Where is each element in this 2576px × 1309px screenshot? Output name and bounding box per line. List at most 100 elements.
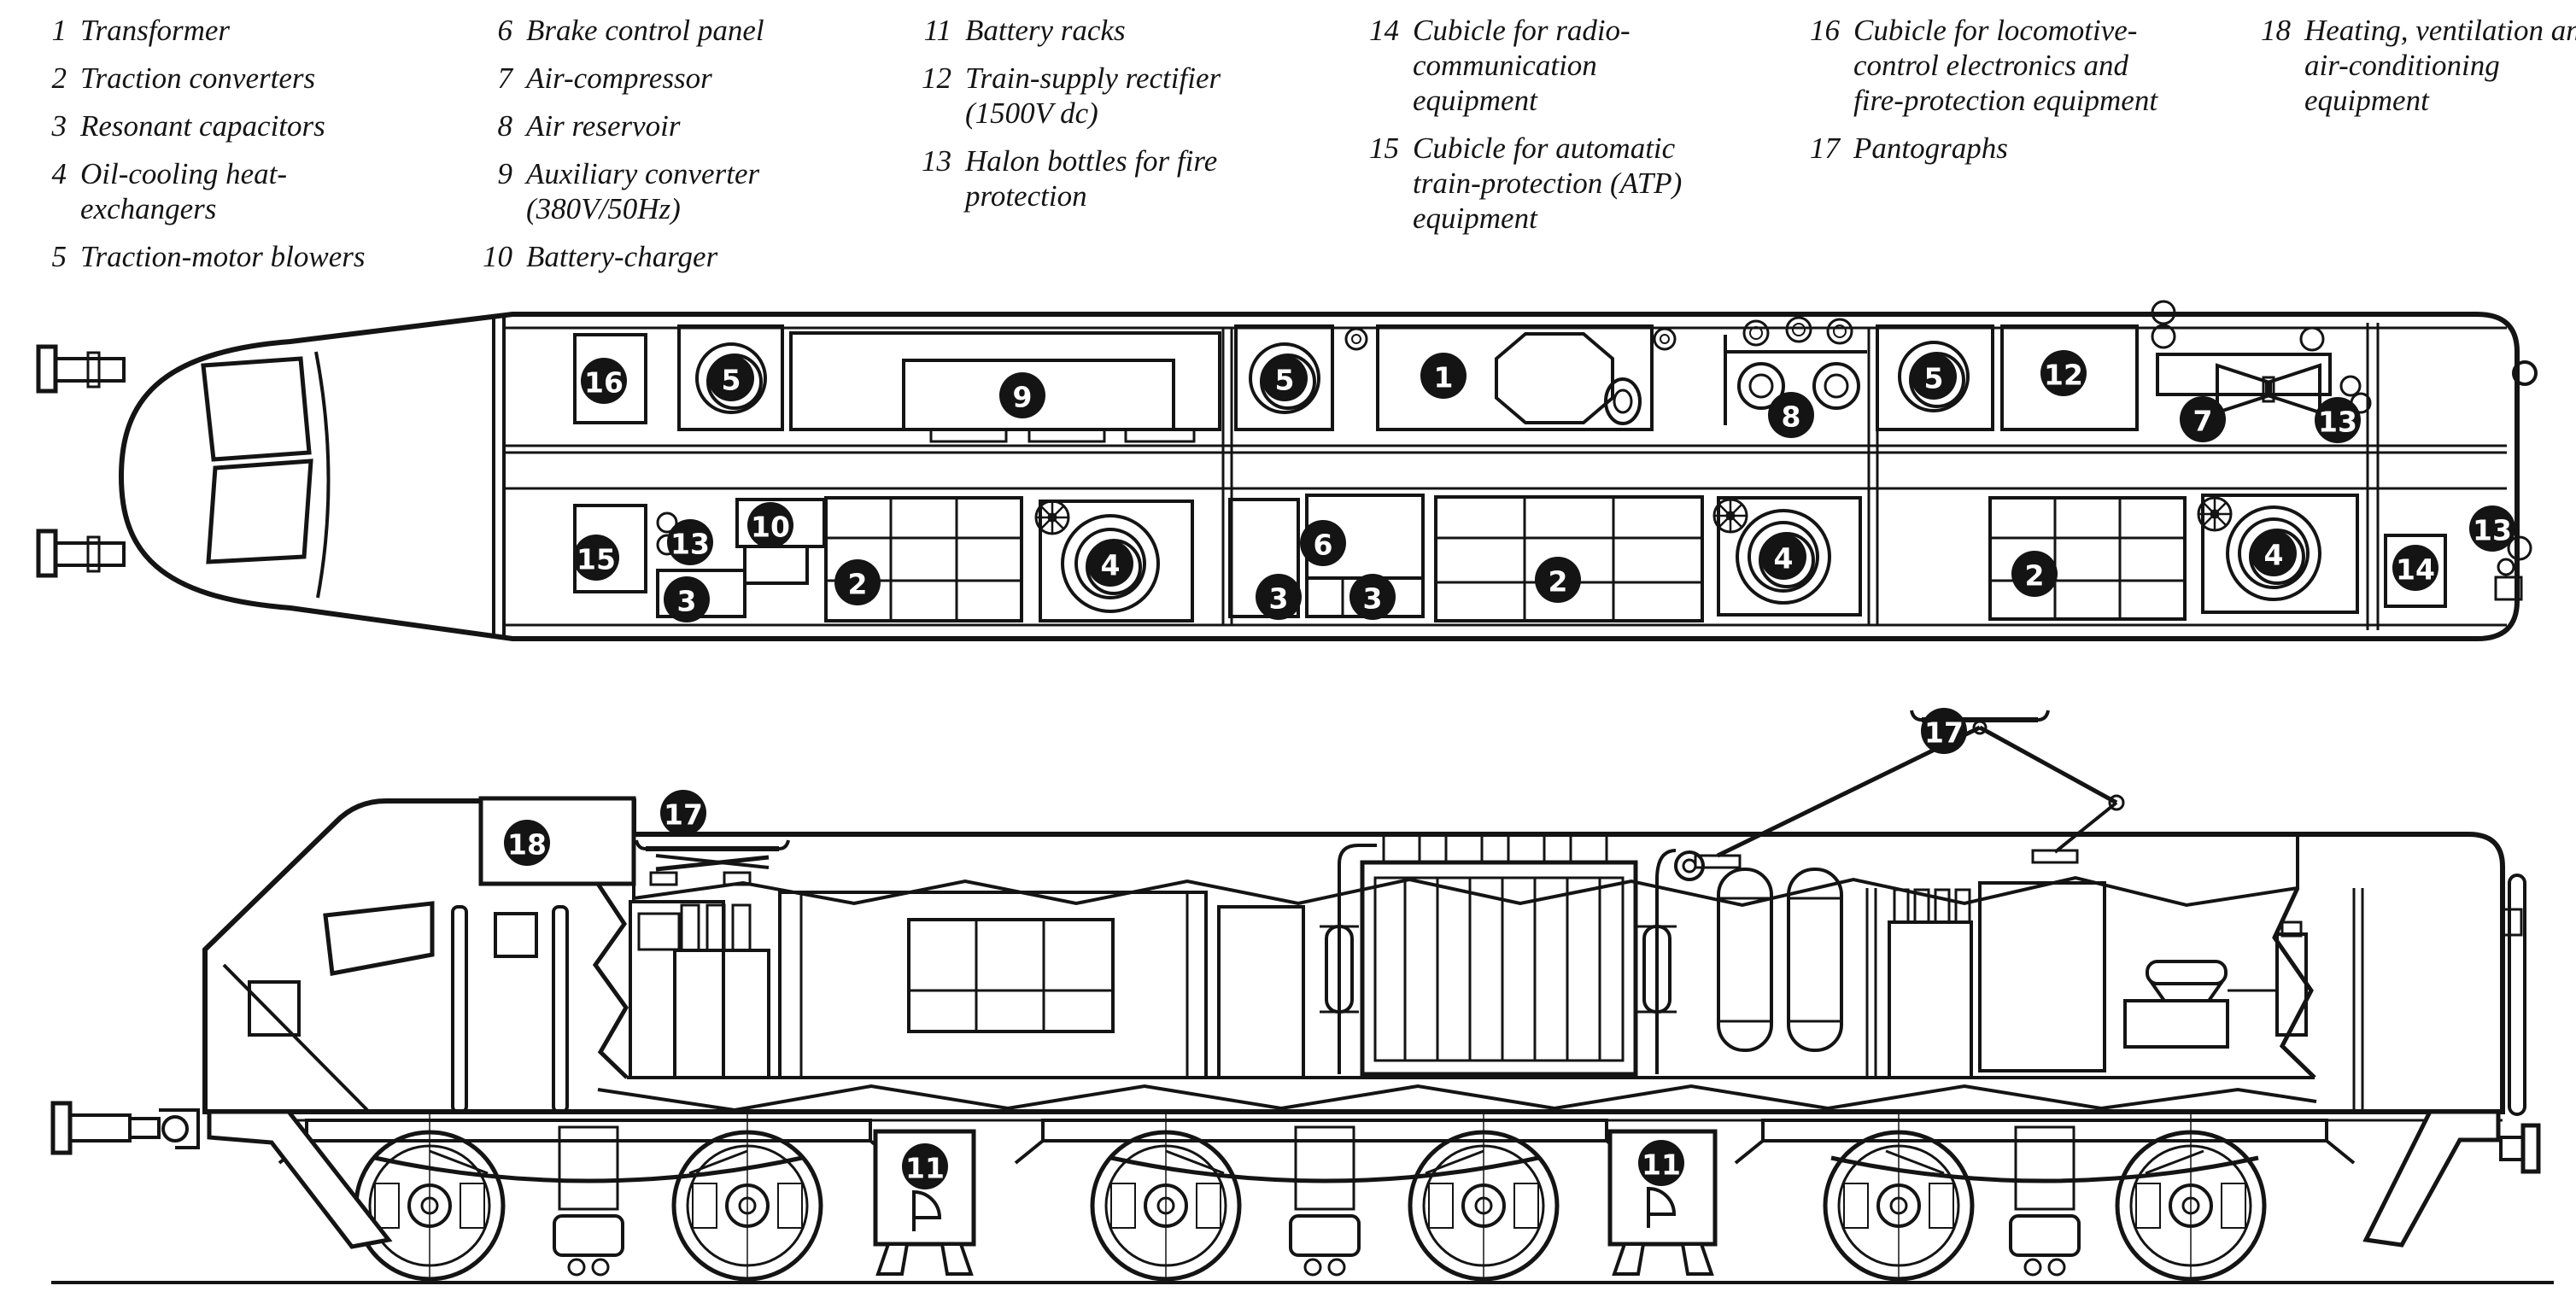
svg-text:1: 1 <box>1434 361 1454 394</box>
item-badge-3: 3 <box>1256 574 1302 620</box>
item-badge-16: 16 <box>581 358 627 404</box>
legend-number: 13 <box>922 143 951 178</box>
item-badge-2: 2 <box>1535 557 1581 603</box>
side-badges: 18 17 17 11 11 <box>504 708 1967 1189</box>
svg-text:5: 5 <box>1924 362 1944 395</box>
svg-text:13: 13 <box>670 528 710 561</box>
legend-item: 15 Cubicle for automatic train-protection… <box>1356 131 1686 237</box>
item-badge-8: 8 <box>1768 392 1814 438</box>
traction-converter-box <box>1434 495 1704 622</box>
item-badge-5: 5 <box>1262 355 1308 401</box>
air-reservoir-group <box>1724 316 1867 425</box>
item-badge-7: 7 <box>2180 396 2226 442</box>
legend-number: 4 <box>51 156 67 190</box>
interior-equipment <box>629 832 2364 1112</box>
legend-number: 17 <box>1810 131 1840 165</box>
battery-vent-icon <box>912 1189 942 1231</box>
svg-text:17: 17 <box>664 798 703 832</box>
item-badge-4: 4 <box>1760 534 1806 580</box>
hvac-box <box>478 796 636 886</box>
traction-converter-box <box>824 496 1023 622</box>
battery-vent-icon <box>1647 1186 1677 1228</box>
legend-label: Air-compressor <box>526 61 712 95</box>
legend-number: 1 <box>51 14 67 47</box>
svg-text:2: 2 <box>2025 559 2045 593</box>
legend-label: Traction converters <box>80 61 316 95</box>
item-badge-10: 10 <box>747 502 793 548</box>
item-badge-4: 4 <box>2251 530 2297 576</box>
legend-number: 7 <box>497 61 513 95</box>
item-badge-6: 6 <box>1300 520 1346 566</box>
svg-text:3: 3 <box>1269 582 1289 616</box>
legend-label: Oil-cooling heat-exchangers <box>80 156 288 225</box>
item-badge-2: 2 <box>2011 551 2058 597</box>
item-badge-18: 18 <box>504 820 550 866</box>
legend-label: Heating, ventilation and air-conditionin… <box>2304 14 2576 117</box>
legend-column-5: 16 Cubicle for locomotive-control electro… <box>1797 14 2174 179</box>
capacitor-box <box>1228 498 1300 618</box>
oil-cooler-box <box>1712 496 1862 617</box>
svg-text:4: 4 <box>2264 539 2284 572</box>
svg-text:6: 6 <box>1314 529 1333 562</box>
svg-text:9: 9 <box>1013 381 1033 414</box>
item-badge-13: 13 <box>2315 397 2361 443</box>
item-badge-9: 9 <box>999 372 1045 418</box>
svg-text:4: 4 <box>1774 542 1794 576</box>
svg-text:8: 8 <box>1782 400 1801 434</box>
legend-label: Brake control panel <box>526 14 764 47</box>
legend-label: Cubicle for automatic train-protection (… <box>1413 131 1683 235</box>
svg-text:17: 17 <box>1924 716 1964 750</box>
item-badge-3: 3 <box>1349 574 1396 620</box>
item-badge-11: 11 <box>902 1143 948 1189</box>
svg-text:11: 11 <box>905 1152 945 1185</box>
legend-number: 6 <box>497 14 513 47</box>
item-badge-4: 4 <box>1087 541 1133 587</box>
legend-number: 2 <box>51 61 67 95</box>
item-badge-14: 14 <box>2392 545 2438 591</box>
rear-plow <box>2362 1109 2501 1248</box>
front-plow <box>207 1109 393 1249</box>
legend-number: 15 <box>1369 131 1399 165</box>
legend-number: 16 <box>1810 14 1840 47</box>
legend-number: 8 <box>497 108 513 143</box>
svg-text:2: 2 <box>848 568 868 601</box>
svg-text:2: 2 <box>1549 565 1568 599</box>
item-badge-3: 3 <box>664 576 710 622</box>
svg-text:18: 18 <box>507 828 547 862</box>
svg-text:12: 12 <box>2044 359 2083 392</box>
side-view <box>50 710 2554 1283</box>
cubicle-15-box <box>573 504 647 593</box>
svg-text:7: 7 <box>2193 405 2213 438</box>
bogies <box>279 1110 2354 1283</box>
item-badge-12: 12 <box>2040 350 2087 396</box>
item-badge-5: 5 <box>708 355 754 401</box>
buffer-icon <box>36 344 126 578</box>
legend-label: Cubicle for locomotive-control electroni… <box>1853 14 2158 117</box>
aux-converter-box <box>789 331 1221 443</box>
item-badge-1: 1 <box>1420 353 1467 399</box>
item-badge-15: 15 <box>573 535 619 581</box>
svg-text:5: 5 <box>722 364 741 397</box>
legend-label: Resonant capacitors <box>80 108 325 143</box>
plan-windscreen <box>201 356 313 564</box>
item-badge-13: 13 <box>2469 505 2515 552</box>
legend-number: 3 <box>51 108 67 143</box>
legend-label: Train-supply rectifier (1500V dc) <box>965 61 1221 130</box>
svg-text:11: 11 <box>1642 1148 1681 1182</box>
svg-text:10: 10 <box>751 511 790 544</box>
